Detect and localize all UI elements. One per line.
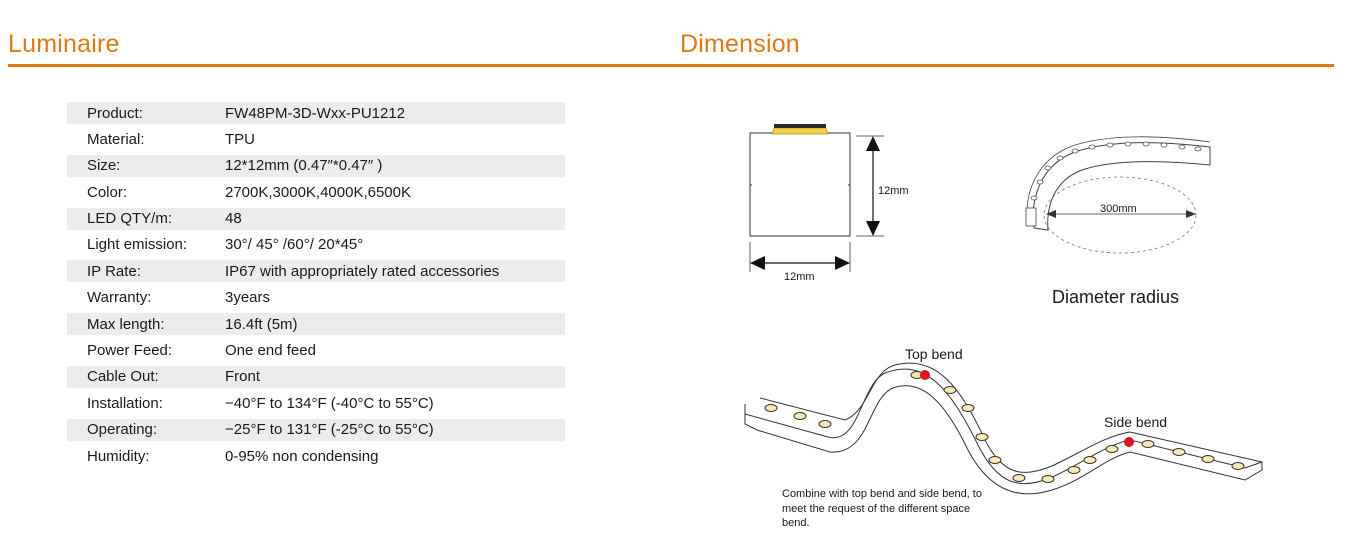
spec-label: Size: xyxy=(87,157,121,175)
spec-value: 12*12mm (0.47″*0.47″ ) xyxy=(225,157,383,175)
spec-value: 2700K,3000K,4000K,6500K xyxy=(225,183,411,201)
side-bend-label: Side bend xyxy=(1104,414,1168,430)
spec-value: 48 xyxy=(225,210,242,228)
spec-row: Operating: −25°F to 131°F (-25°C to 55°C) xyxy=(67,418,565,441)
spec-label: Material: xyxy=(87,130,145,148)
spec-label: Product: xyxy=(87,104,143,122)
curved-strip-drawing xyxy=(1025,136,1211,254)
spec-label: LED QTY/m: xyxy=(87,210,173,228)
profile-cross-section xyxy=(749,124,851,237)
spec-value: TPU xyxy=(225,130,255,148)
spec-value: 30°/ 45° /60°/ 20*45° xyxy=(225,236,364,254)
spec-row: Size: 12*12mm (0.47″*0.47″ ) xyxy=(67,154,565,177)
spec-label: Max length: xyxy=(87,315,165,333)
spec-label: IP Rate: xyxy=(87,262,141,280)
spec-row: Warranty: 3years xyxy=(67,287,565,309)
top-bend-label: Top bend xyxy=(905,346,963,362)
spec-row: Material: TPU xyxy=(67,128,565,150)
spec-label: Humidity: xyxy=(87,447,150,465)
spec-label: Operating: xyxy=(87,421,158,439)
spec-label: Color: xyxy=(87,183,128,201)
bend-strip-drawing xyxy=(744,362,1263,495)
spec-label: Cable Out: xyxy=(87,368,159,386)
top-bend-marker xyxy=(920,370,930,380)
luminaire-heading: Luminaire xyxy=(8,30,120,58)
width-dimension-label: 12mm xyxy=(784,271,815,283)
heading-divider xyxy=(8,64,1334,67)
spec-value: 3years xyxy=(225,289,271,307)
spec-label: Light emission: xyxy=(87,236,188,254)
bend-note: Combine with top bend and side bend, to … xyxy=(782,488,982,529)
spec-label: Power Feed: xyxy=(87,342,173,360)
spec-row: Max length: 16.4ft (5m) xyxy=(67,313,565,336)
diameter-radius-caption: Diameter radius xyxy=(1052,287,1180,307)
spec-value: −25°F to 131°F (-25°C to 55°C) xyxy=(225,421,434,439)
spec-value: 16.4ft (5m) xyxy=(225,315,298,333)
spec-value: One end feed xyxy=(225,342,316,360)
spec-row: IP Rate: IP67 with appropriately rated ac… xyxy=(67,260,565,283)
spec-row: Humidity: 0-95% non condensing xyxy=(67,445,565,467)
side-bend-marker xyxy=(1124,437,1134,447)
spec-row: LED QTY/m: 48 xyxy=(67,207,565,230)
spec-row: Cable Out: Front xyxy=(67,365,565,388)
dimension-heading: Dimension xyxy=(680,30,800,58)
spec-row: Installation: −40°F to 134°F (-40°C to 55… xyxy=(67,392,565,414)
spec-row: Color: 2700K,3000K,4000K,6500K xyxy=(67,181,565,203)
spec-label: Installation: xyxy=(87,394,163,412)
width-dimension-arrow xyxy=(749,242,851,272)
height-dimension-label: 12mm xyxy=(878,185,909,197)
spec-row: Power Feed: One end feed xyxy=(67,340,565,362)
spec-value: Front xyxy=(225,368,261,386)
spec-value: 0-95% non condensing xyxy=(225,447,379,465)
spec-value: FW48PM-3D-Wxx-PU1212 xyxy=(225,104,406,122)
spec-value: IP67 with appropriately rated accessorie… xyxy=(225,262,500,280)
spec-value: −40°F to 134°F (-40°C to 55°C) xyxy=(225,394,434,412)
spec-label: Warranty: xyxy=(87,289,152,307)
spec-row: Product: FW48PM-3D-Wxx-PU1212 xyxy=(67,102,565,124)
radius-dimension-label: 300mm xyxy=(1100,203,1137,215)
spec-row: Light emission: 30°/ 45° /60°/ 20*45° xyxy=(67,234,565,256)
height-dimension-arrow xyxy=(856,135,884,237)
